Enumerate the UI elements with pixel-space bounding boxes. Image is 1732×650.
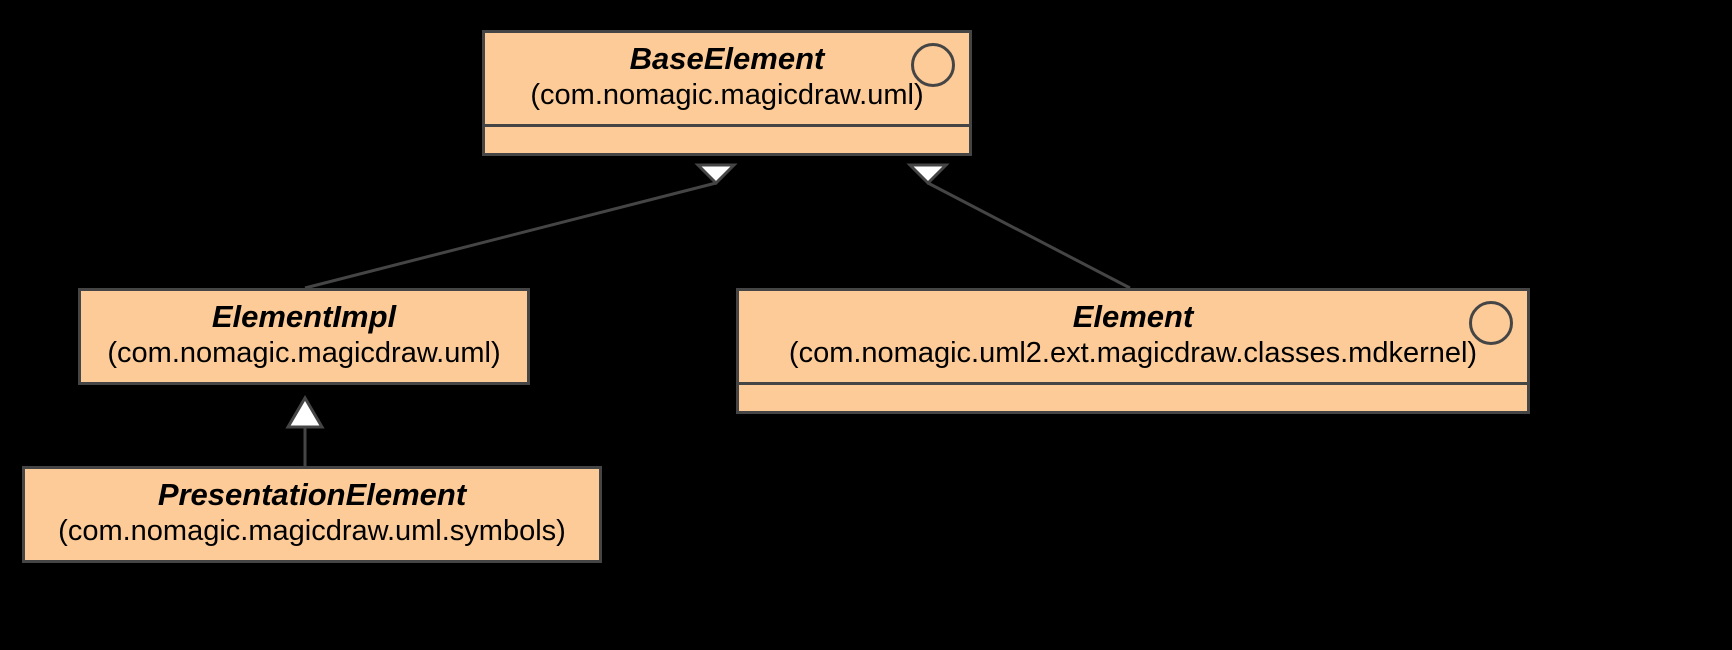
class-header-presentation-element: PresentationElement (com.nomagic.magicdr…: [25, 469, 599, 560]
class-attributes-compartment-element: [739, 381, 1527, 411]
class-package-presentation-element: (com.nomagic.magicdraw.uml.symbols): [58, 514, 566, 547]
generalization-arrowhead-element-to-baseelement: [906, 163, 950, 186]
interface-circle-icon: [911, 43, 955, 87]
uml-class-element[interactable]: Element (com.nomagic.uml2.ext.magicdraw.…: [736, 288, 1530, 414]
class-package-element: (com.nomagic.uml2.ext.magicdraw.classes.…: [788, 336, 1478, 369]
generalization-arrowhead-presentationelement-to-elementimpl: [285, 395, 325, 429]
uml-class-base-element[interactable]: BaseElement (com.nomagic.magicdraw.uml): [482, 30, 972, 156]
class-package-element-impl: (com.nomagic.magicdraw.uml): [107, 336, 501, 369]
generalization-arrowhead-elementimpl-to-baseelement: [694, 163, 738, 186]
class-name-presentation-element: PresentationElement: [157, 477, 467, 512]
class-name-element-impl: ElementImpl: [211, 299, 397, 334]
class-package-base-element: (com.nomagic.magicdraw.uml): [530, 78, 924, 111]
generalization-line-element-to-baseelement: [927, 181, 1131, 290]
interface-circle-icon: [1469, 301, 1513, 345]
generalization-line-elementimpl-to-baseelement: [304, 181, 717, 290]
class-header-base-element: BaseElement (com.nomagic.magicdraw.uml): [485, 33, 969, 124]
class-header-element: Element (com.nomagic.uml2.ext.magicdraw.…: [739, 291, 1527, 382]
uml-class-element-impl[interactable]: ElementImpl (com.nomagic.magicdraw.uml): [78, 288, 530, 385]
class-name-element: Element: [1072, 299, 1194, 334]
class-name-base-element: BaseElement: [629, 41, 825, 76]
class-header-element-impl: ElementImpl (com.nomagic.magicdraw.uml): [81, 291, 527, 382]
class-attributes-compartment-base-element: [485, 123, 969, 153]
uml-class-presentation-element[interactable]: PresentationElement (com.nomagic.magicdr…: [22, 466, 602, 563]
